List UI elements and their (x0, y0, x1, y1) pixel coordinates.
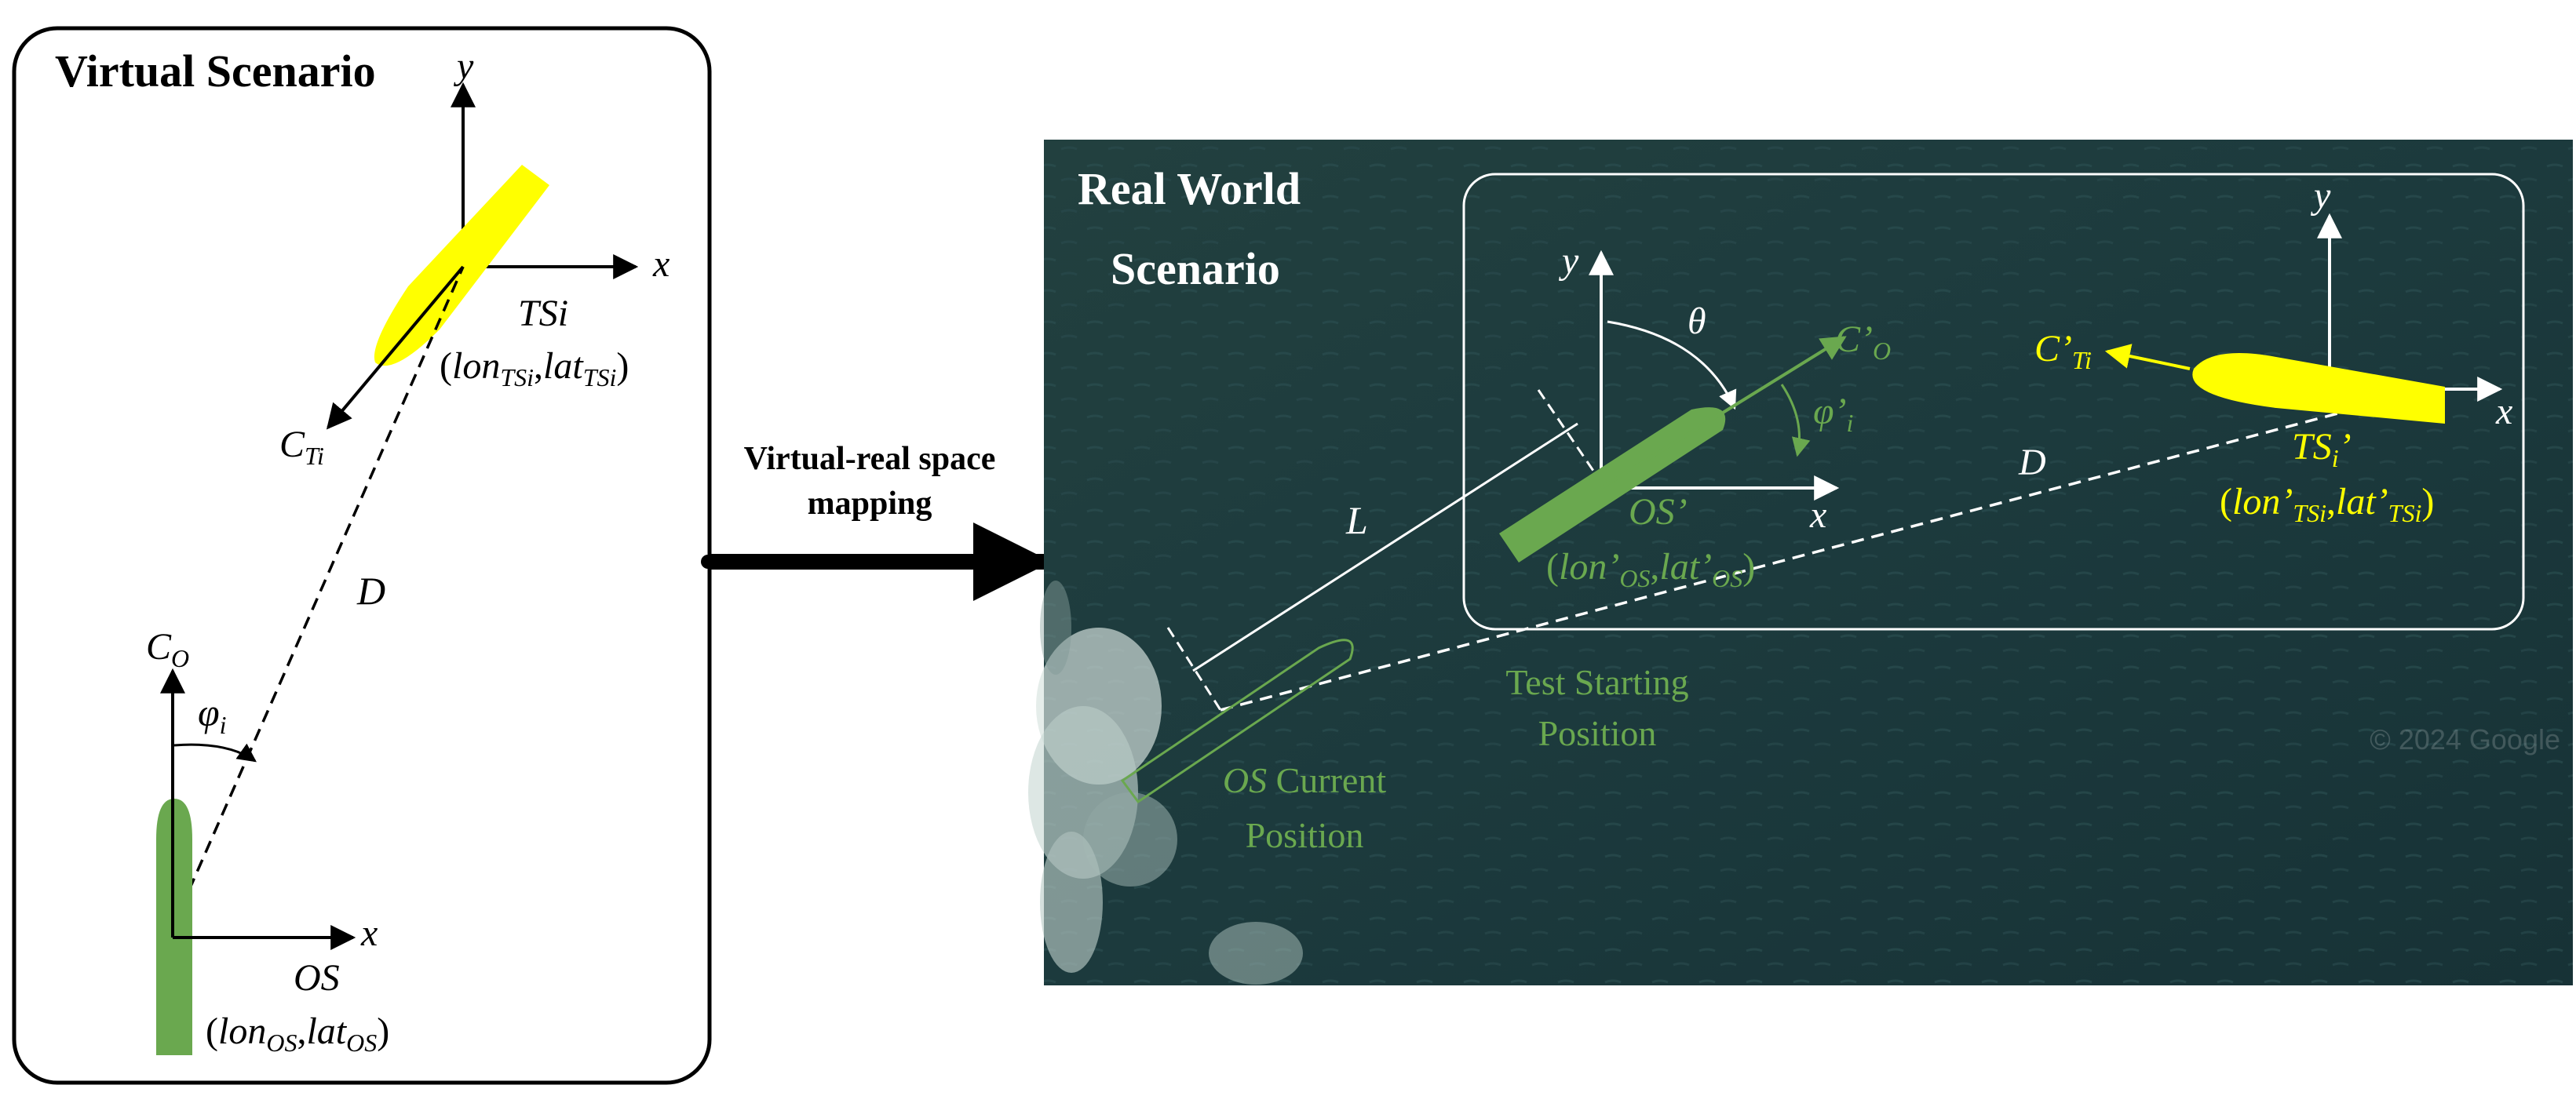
real-ts-label: TSi’ (2292, 426, 2352, 472)
length-label: L (1345, 498, 1368, 542)
mapping-connector: Virtual-real space mapping (701, 441, 1052, 601)
real-co-label: C’O (1835, 319, 1891, 365)
real-world-panel: Real World Scenario y x θ C’O φ’i D L OS… (1028, 140, 2573, 985)
ts-x-axis-label: x (652, 243, 670, 285)
phi-angle-arc (173, 743, 257, 763)
test-start-label-line1: Test Starting (1505, 662, 1688, 702)
real-ts-x-axis-label: x (2495, 391, 2512, 432)
current-own-ship-outline (1120, 639, 1354, 804)
virtual-title: Virtual Scenario (55, 46, 376, 96)
real-ts-coordinates: (lon’TSi,lat’TSi) (2220, 481, 2434, 527)
real-os-x-axis-label: x (1809, 494, 1826, 536)
theta-label: θ (1688, 300, 1706, 342)
theta-angle-arc (1607, 320, 1737, 410)
co-label: CO (146, 626, 189, 672)
ct-label: CTi (279, 424, 324, 470)
current-position-label-line1: OS Current (1223, 760, 1386, 800)
real-target-ship (2192, 353, 2445, 424)
test-area-frame (1462, 173, 2525, 631)
ts-y-axis-label: y (453, 46, 474, 87)
distance-label: D (356, 569, 385, 613)
current-position-label-line2: Position (1246, 815, 1364, 855)
ct-heading-arrow (326, 265, 465, 430)
real-os-label: OS’ (1629, 491, 1688, 533)
real-ts-y-axis-label: y (2310, 175, 2331, 217)
real-phi-angle-arc (1780, 384, 1811, 457)
os-coordinates: (lonOS,latOS) (206, 1010, 389, 1057)
test-start-label-line2: Position (1538, 713, 1657, 753)
virtual-scenario-panel: Virtual Scenario y x CTi TSi (lonTSi,lat… (12, 26, 712, 1085)
mapping-label-line2: mapping (808, 486, 932, 522)
real-distance-label: D (2018, 442, 2046, 483)
coastline-surf (1028, 581, 1303, 985)
real-os-coordinates: (lon’OS,lat’OS) (1546, 546, 1755, 592)
real-distance-line (1220, 391, 2418, 712)
map-watermark: © 2024 Google (2370, 723, 2560, 756)
real-ct-label: C’Ti (2034, 328, 2092, 374)
os-x-axis-label: x (360, 912, 378, 954)
mapping-label-line1: Virtual-real space (744, 441, 996, 477)
distance-line (171, 266, 465, 928)
os-label: OS (294, 957, 340, 999)
ts-coordinates: (lonTSi,latTSi) (440, 345, 629, 391)
virtual-target-ship (374, 165, 549, 366)
real-title-line1: Real World (1078, 163, 1301, 214)
real-co-heading-arrow (1600, 336, 1847, 490)
real-phi-label: φ’i (1813, 391, 1853, 437)
real-ct-heading-arrow (2104, 344, 2191, 370)
ts-label: TSi (518, 293, 568, 334)
phi-label: φi (198, 690, 227, 739)
real-os-y-axis-label: y (1558, 240, 1579, 282)
real-title-line2: Scenario (1111, 243, 1280, 294)
length-dimension-line (1192, 422, 1578, 672)
